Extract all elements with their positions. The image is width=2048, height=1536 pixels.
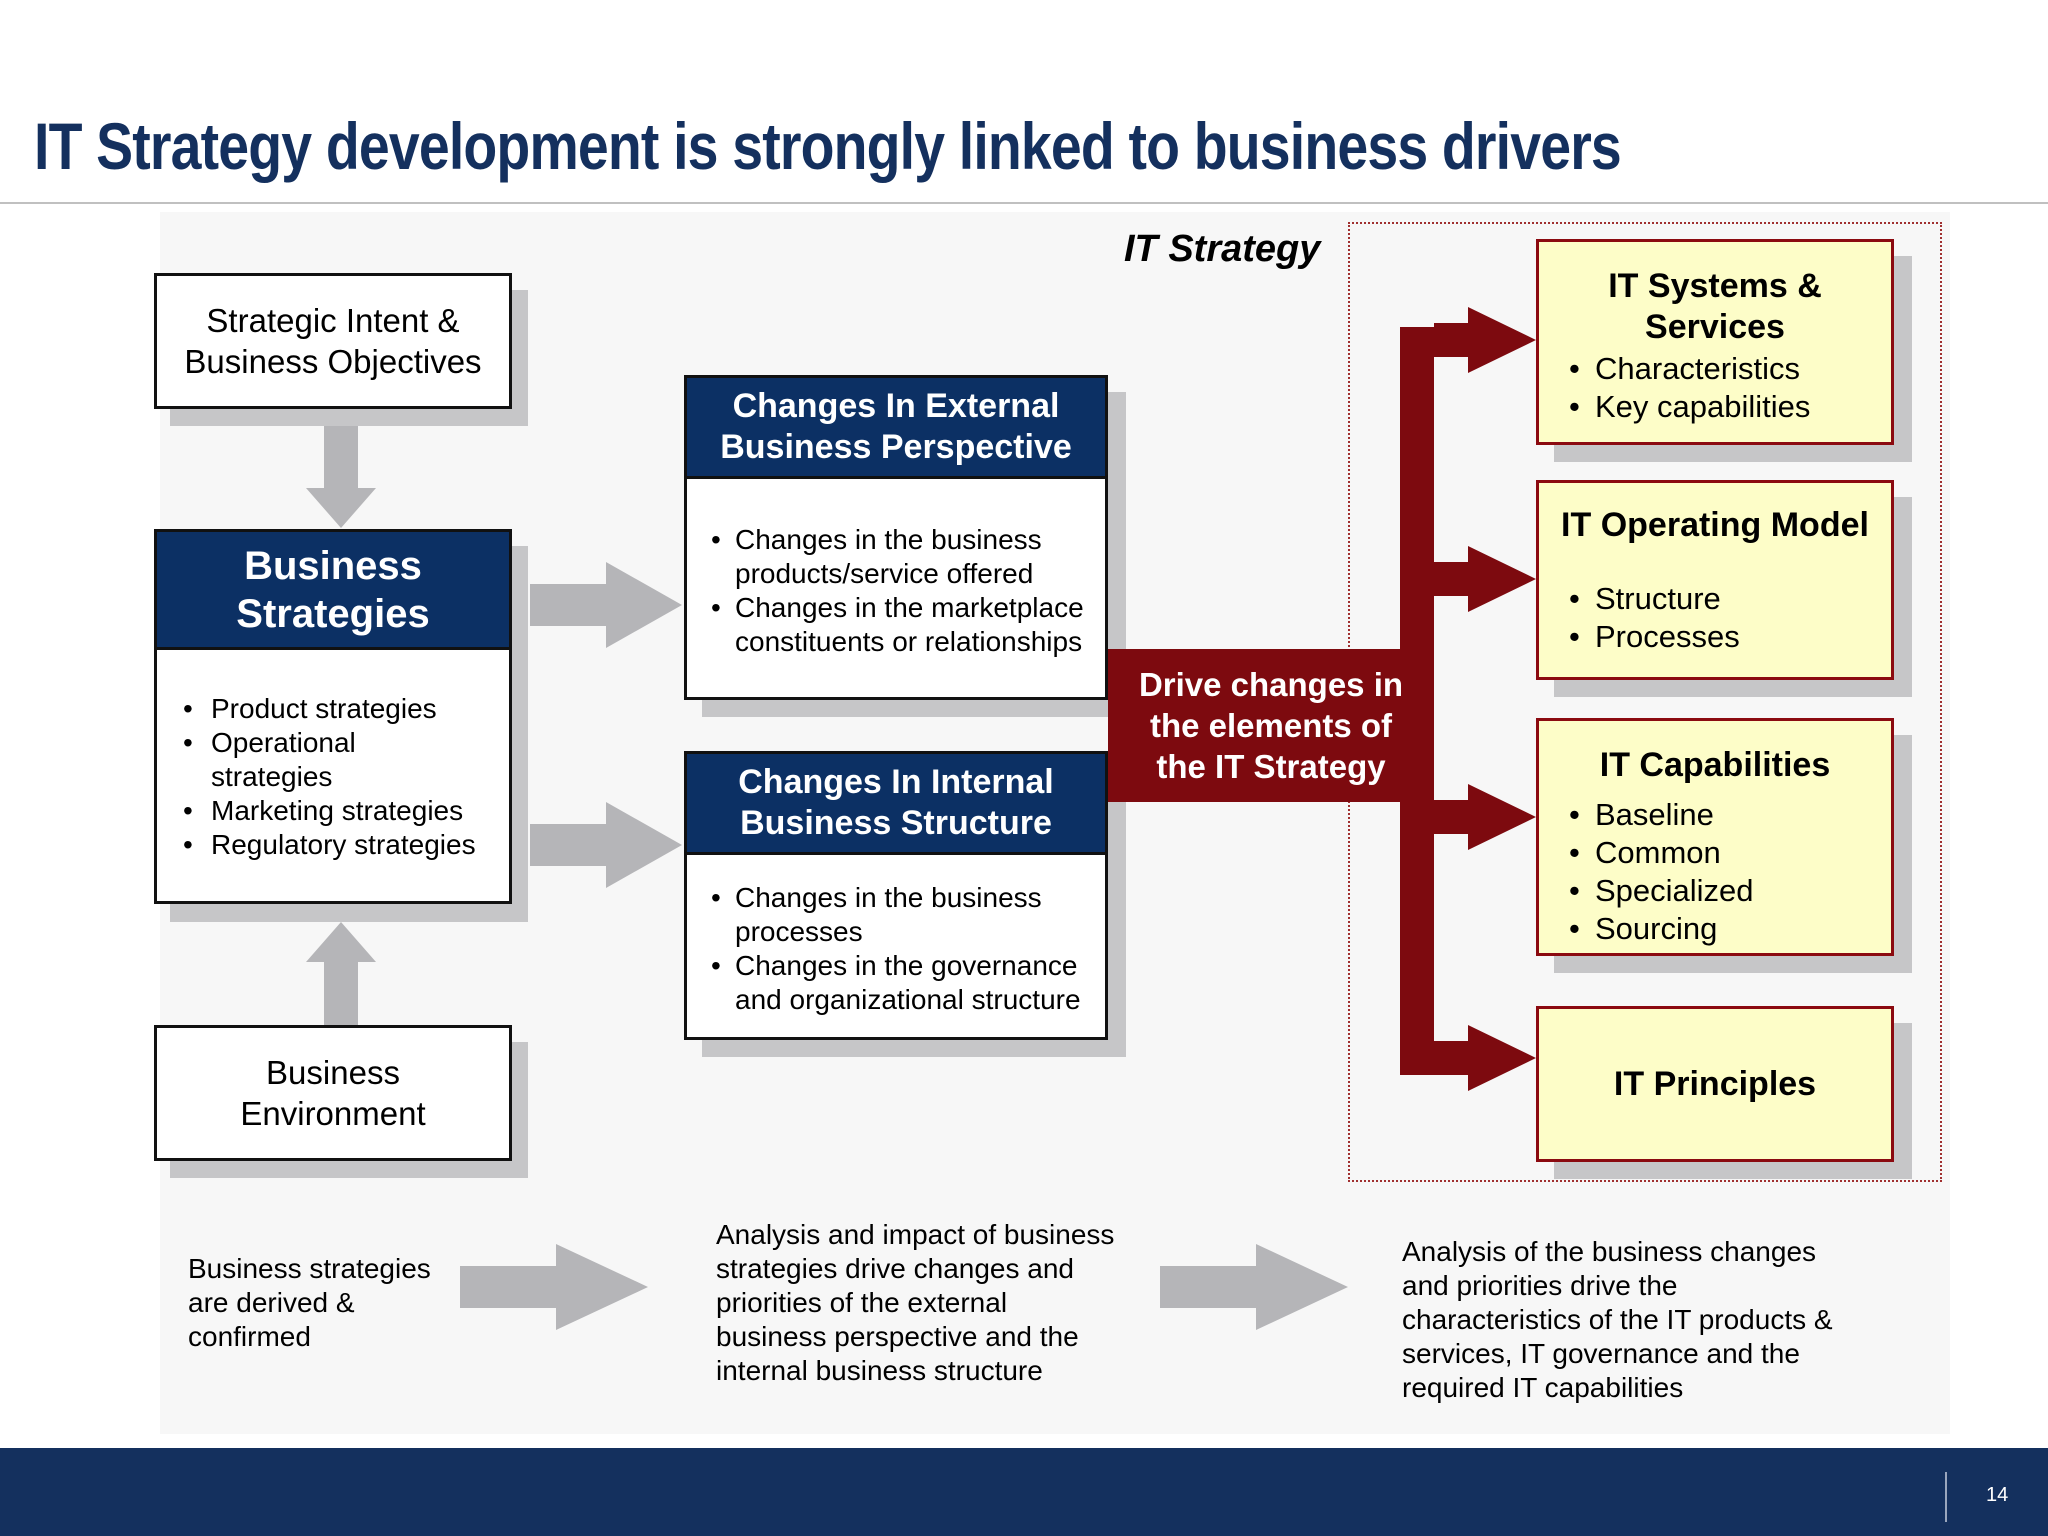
list-item: Regulatory strategies xyxy=(171,828,499,862)
it-operating-model-list: Structure Processes xyxy=(1567,580,1885,656)
business-environment-box: Business Environment xyxy=(154,1025,512,1161)
it-systems-services-title: IT Systems & Services xyxy=(1608,267,1822,346)
business-strategies-list: Product strategies Operational strategie… xyxy=(171,692,499,862)
internal-structure-body: Changes in the business processes Change… xyxy=(684,852,1108,1040)
drive-changes-box: Drive changes in the elements of the IT … xyxy=(1108,649,1434,802)
branch-arrow-capabilities xyxy=(1434,784,1536,850)
list-item: Baseline xyxy=(1567,796,1881,834)
slide-title: IT Strategy development is strongly link… xyxy=(34,109,1622,183)
it-operating-model-box: IT Operating Model Structure Processes xyxy=(1536,480,1894,680)
title-divider xyxy=(0,202,2048,204)
list-item: Sourcing xyxy=(1567,910,1881,948)
list-item: Common xyxy=(1567,834,1881,872)
it-systems-services-box: IT Systems & Services Characteristics Ke… xyxy=(1536,239,1894,445)
list-item: Operational strategies xyxy=(171,726,499,794)
caption-left: Business strategies are derived & confir… xyxy=(188,1253,431,1352)
it-operating-model-title: IT Operating Model xyxy=(1561,506,1869,544)
list-item: Marketing strategies xyxy=(171,794,499,828)
caption-middle: Analysis and impact of business strategi… xyxy=(716,1219,1115,1386)
it-capabilities-list: Baseline Common Specialized Sourcing xyxy=(1567,796,1881,948)
list-item: Characteristics xyxy=(1567,350,1881,388)
branch-arrow-systems xyxy=(1434,307,1536,373)
list-item: Changes in the governance and organizati… xyxy=(707,949,1093,1017)
internal-structure-header: Changes In Internal Business Structure xyxy=(684,751,1108,855)
it-principles-title: IT Principles xyxy=(1613,1064,1817,1103)
it-systems-services-list: Characteristics Key capabilities xyxy=(1567,350,1881,426)
list-item: Changes in the business processes xyxy=(707,881,1093,949)
business-strategies-header: Business Strategies xyxy=(154,529,512,650)
branch-arrow-operating xyxy=(1434,546,1536,612)
it-strategy-label: IT Strategy xyxy=(1124,228,1321,270)
page-number: 14 xyxy=(1986,1484,2009,1506)
external-changes-list: Changes in the business products/service… xyxy=(707,523,1093,659)
list-item: Specialized xyxy=(1567,872,1881,910)
down-arrow xyxy=(306,426,376,528)
footer-bar xyxy=(0,1448,2048,1536)
right-arrow-internal xyxy=(530,802,682,888)
list-item: Changes in the business products/service… xyxy=(707,523,1093,591)
list-item: Changes in the marketplace constituents … xyxy=(707,591,1093,659)
business-strategies-body: Product strategies Operational strategie… xyxy=(154,647,512,904)
list-item: Key capabilities xyxy=(1567,388,1881,426)
branch-arrow-principles xyxy=(1434,1025,1536,1091)
external-perspective-body: Changes in the business products/service… xyxy=(684,476,1108,700)
list-item: Processes xyxy=(1567,618,1885,656)
it-capabilities-title: IT Capabilities xyxy=(1599,746,1831,784)
strategic-intent-box: Strategic Intent & Business Objectives xyxy=(154,273,512,409)
caption-arrow-right xyxy=(1160,1244,1348,1330)
footer-separator xyxy=(1945,1472,1947,1522)
it-capabilities-box: IT Capabilities Baseline Common Speciali… xyxy=(1536,718,1894,956)
list-item: Product strategies xyxy=(171,692,499,726)
caption-arrow-left xyxy=(460,1244,648,1330)
up-arrow xyxy=(306,922,376,1026)
list-item: Structure xyxy=(1567,580,1885,618)
it-principles-box: IT Principles xyxy=(1536,1006,1894,1162)
right-arrow-external xyxy=(530,562,682,648)
external-perspective-header: Changes In External Business Perspective xyxy=(684,375,1108,479)
caption-right: Analysis of the business changes and pri… xyxy=(1402,1236,1833,1403)
internal-changes-list: Changes in the business processes Change… xyxy=(707,881,1093,1017)
